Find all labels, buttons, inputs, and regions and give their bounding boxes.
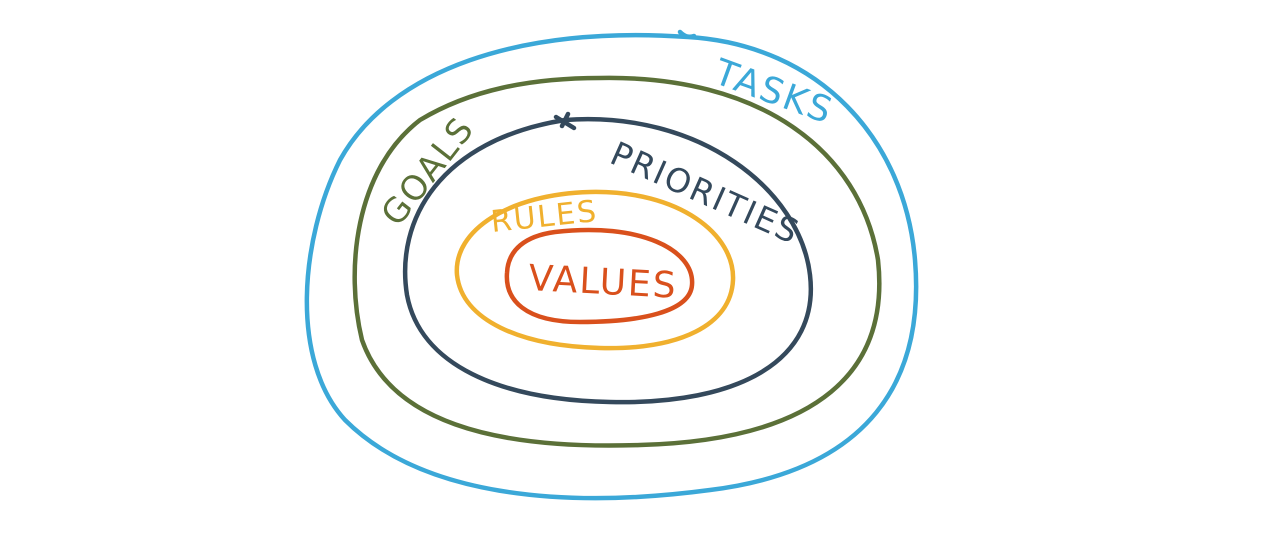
label-goals: GOALS (374, 109, 483, 233)
ring-goals (352, 75, 882, 448)
ring-priorities (402, 116, 814, 405)
ring-tasks (304, 32, 919, 501)
label-values: VALUES (528, 258, 679, 307)
ring-tasks-overlap-mark (677, 29, 697, 40)
label-rules: RULES (489, 194, 600, 240)
ring-values (504, 227, 695, 325)
ring-rules (454, 189, 736, 351)
label-tasks: TASKS (708, 52, 839, 133)
ring-priorities-overlap-mark (553, 111, 577, 131)
